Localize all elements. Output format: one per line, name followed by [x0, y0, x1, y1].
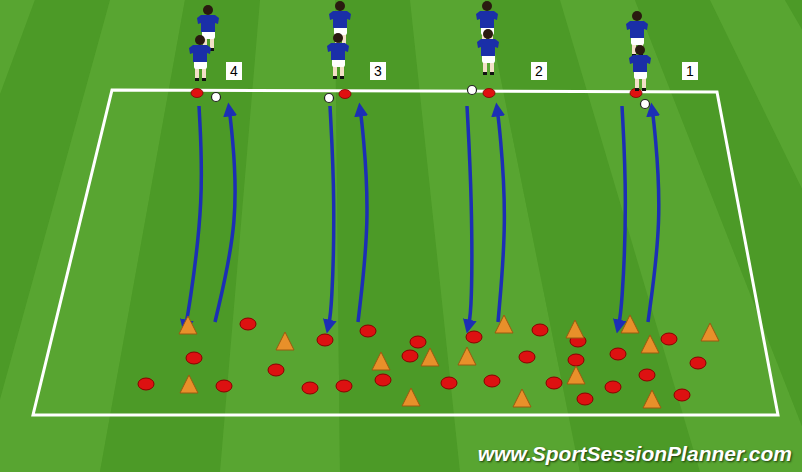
training-cone — [421, 348, 439, 366]
disc-marker — [302, 382, 318, 394]
training-cone — [276, 332, 294, 350]
training-cone — [372, 352, 390, 370]
training-cone — [402, 388, 420, 406]
player — [329, 1, 351, 47]
training-cone — [179, 316, 197, 334]
grass-stripe — [220, 0, 340, 472]
training-cone — [643, 390, 661, 408]
football — [325, 94, 334, 103]
disc-marker — [186, 352, 202, 364]
run-arrow — [358, 108, 367, 322]
disc-marker — [336, 380, 352, 392]
disc-marker — [268, 364, 284, 376]
disc-marker — [610, 348, 626, 360]
run-arrow — [185, 106, 201, 328]
training-cone — [495, 315, 513, 333]
disc-marker — [674, 389, 690, 401]
disc-marker — [519, 351, 535, 363]
start-marker — [483, 89, 495, 98]
training-cone — [566, 320, 584, 338]
run-arrow — [215, 108, 235, 322]
training-cone — [513, 389, 531, 407]
disc-marker — [532, 324, 548, 336]
disc-marker — [466, 331, 482, 343]
disc-marker — [402, 350, 418, 362]
run-arrow — [648, 108, 659, 322]
grass-stripe — [785, 0, 802, 472]
training-cone — [458, 347, 476, 365]
disc-marker — [484, 375, 500, 387]
training-cone — [567, 366, 585, 384]
player — [477, 29, 499, 75]
disc-marker — [605, 381, 621, 393]
disc-marker — [375, 374, 391, 386]
player — [327, 33, 349, 79]
disc-marker — [138, 378, 154, 390]
disc-marker — [546, 377, 562, 389]
disc-marker — [240, 318, 256, 330]
start-marker — [191, 89, 203, 98]
disc-marker — [317, 334, 333, 346]
disc-marker — [360, 325, 376, 337]
disc-marker — [577, 393, 593, 405]
player — [626, 11, 648, 57]
grass-stripe — [710, 0, 802, 472]
start-marker — [630, 89, 642, 98]
area-boundary — [33, 90, 778, 415]
disc-marker — [690, 357, 706, 369]
disc-marker — [216, 380, 232, 392]
training-cone — [701, 323, 719, 341]
run-arrow — [467, 106, 472, 328]
training-cone — [641, 335, 659, 353]
callout-number: 3 — [370, 62, 386, 80]
football — [641, 100, 650, 109]
training-cone — [621, 315, 639, 333]
callout-number: 4 — [226, 62, 242, 80]
football — [468, 86, 477, 95]
disc-marker — [661, 333, 677, 345]
football — [212, 93, 221, 102]
run-arrow — [328, 106, 334, 328]
disc-marker — [568, 354, 584, 366]
player — [189, 35, 211, 81]
watermark: www.SportSessionPlanner.com — [478, 442, 792, 466]
training-cone — [180, 375, 198, 393]
callout-number: 2 — [531, 62, 547, 80]
disc-marker — [410, 336, 426, 348]
run-arrow — [618, 106, 625, 328]
player — [629, 45, 651, 91]
disc-marker — [639, 369, 655, 381]
disc-marker — [441, 377, 457, 389]
start-marker — [339, 90, 351, 99]
callout-number: 1 — [682, 62, 698, 80]
run-arrow — [497, 108, 504, 322]
